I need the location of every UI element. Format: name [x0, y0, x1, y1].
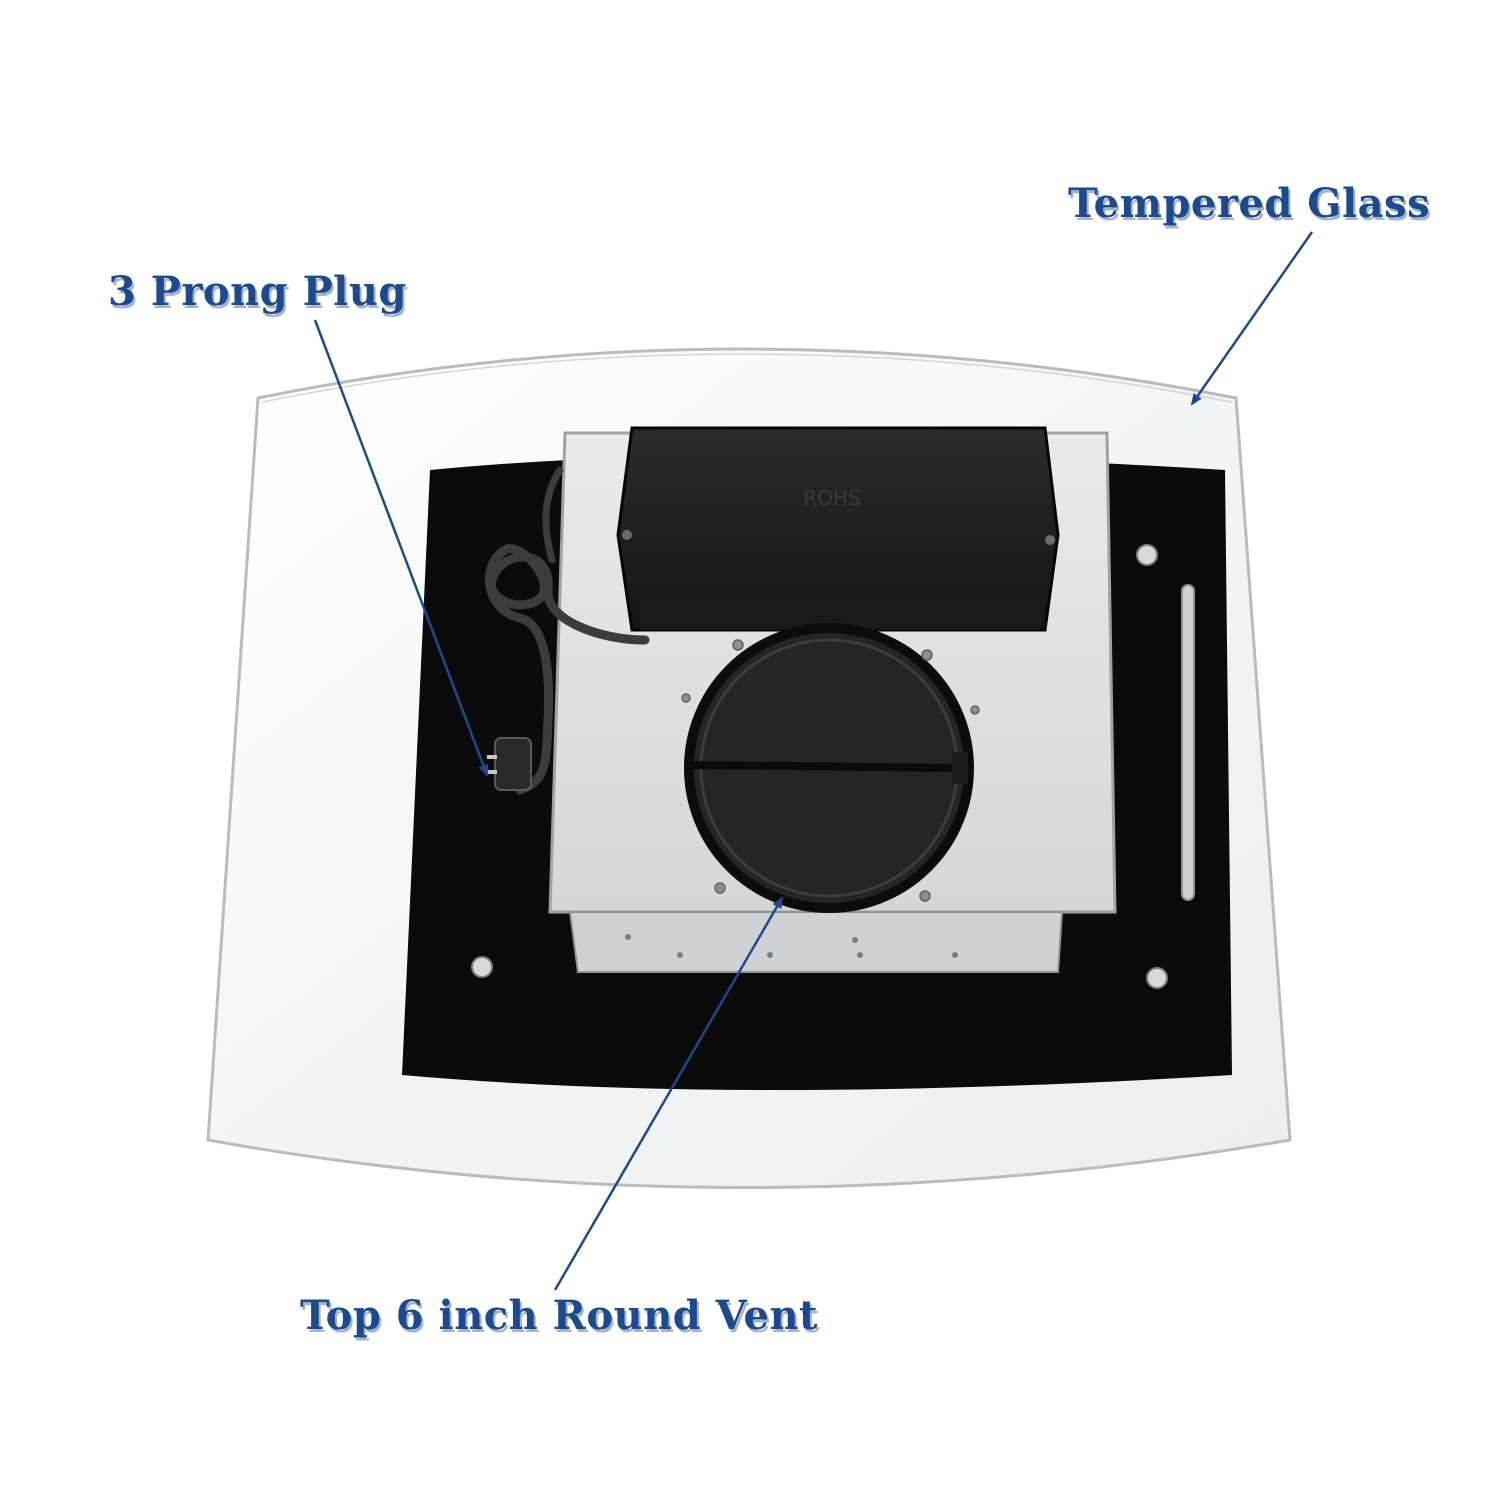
glass-mounting-bolts	[471, 544, 1168, 989]
three-prong-plug	[487, 737, 532, 791]
three-prong-plug-label: 3 Prong Plug	[108, 268, 407, 315]
power-cord	[485, 544, 650, 795]
tempered-glass-label: Tempered Glass	[1068, 180, 1431, 227]
steel-housing-lip	[568, 911, 1064, 973]
control-box-screw	[1045, 535, 1055, 545]
housing-screws	[681, 639, 980, 902]
round-vent-label: Top 6 inch Round Vent	[300, 1292, 818, 1339]
cord-upper	[542, 466, 564, 564]
glass-callout-arrow	[1190, 231, 1314, 406]
plug-callout-arrow	[313, 319, 489, 777]
control-box-screw-left	[622, 530, 632, 540]
control-box	[616, 426, 1060, 632]
vent-damper-hinge	[952, 752, 968, 784]
vent-damper-bar	[691, 761, 967, 772]
vent-callout-arrow	[553, 896, 784, 1291]
glass-edge-highlight	[261, 353, 1233, 403]
lip-holes	[625, 934, 958, 958]
light-strip	[1181, 584, 1195, 901]
rohs-marking: ROHS	[803, 486, 860, 510]
